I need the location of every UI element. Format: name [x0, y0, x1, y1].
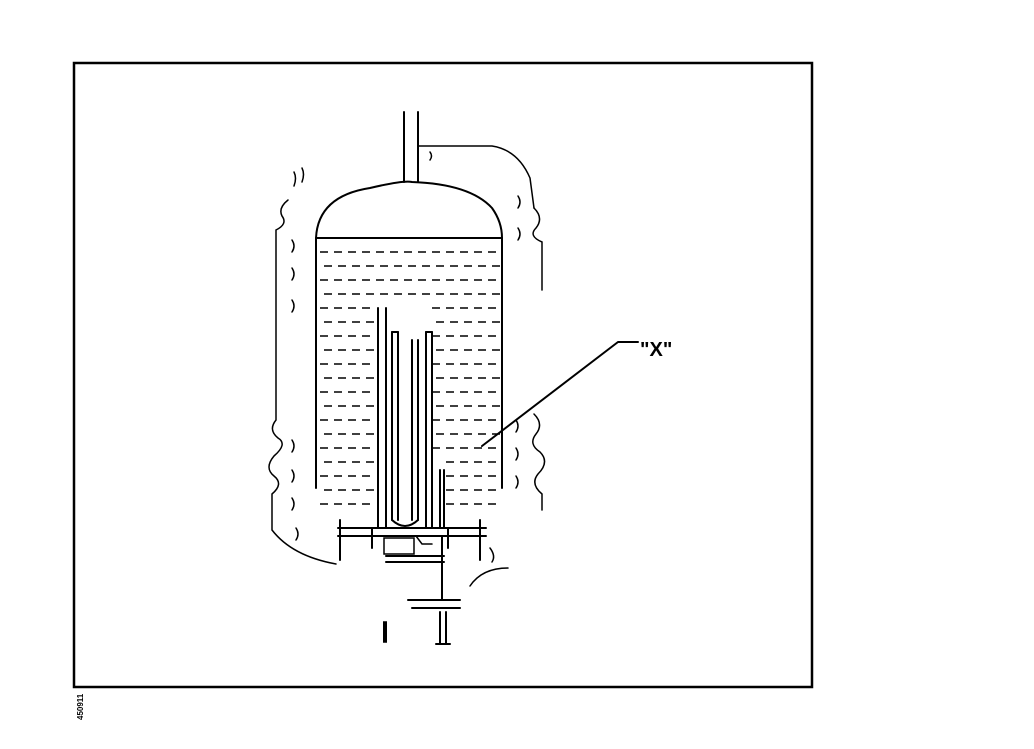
top-outlet-pipe	[403, 111, 535, 209]
figure-frame	[72, 61, 814, 689]
base-flange	[337, 519, 487, 601]
tank-vessel	[315, 180, 503, 489]
liquid-fill	[320, 251, 500, 505]
callout-x-label: "X"	[640, 339, 672, 361]
heating-element	[377, 307, 445, 529]
ground-symbol	[383, 599, 461, 645]
right-insulation-outline	[469, 195, 546, 587]
callout-x: "X"	[481, 339, 672, 447]
left-insulation-outline	[268, 167, 337, 565]
figure-id: 450911	[76, 693, 85, 720]
